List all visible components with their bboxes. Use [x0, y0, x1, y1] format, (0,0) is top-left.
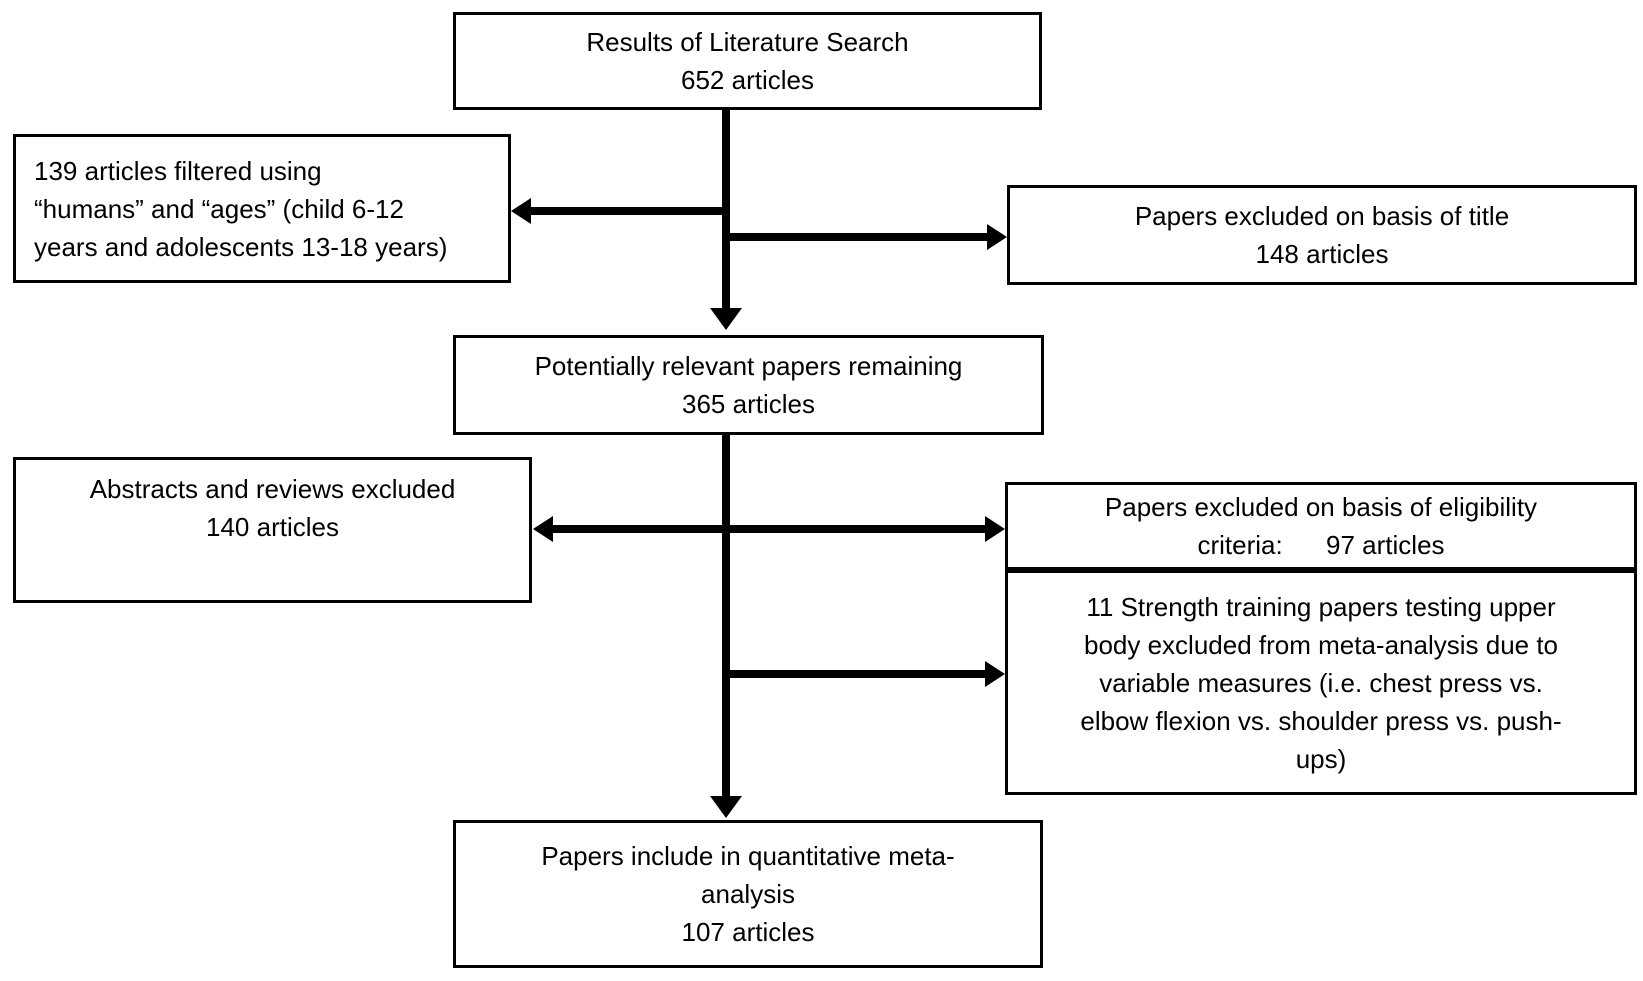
- filter-box-text: 139 articles filtered using “humans” and…: [34, 155, 448, 262]
- arrow-to-filter-line: [531, 207, 726, 215]
- abstracts-excluded-box: Abstracts and reviews excluded 140 artic…: [13, 457, 532, 603]
- eligibility-excluded-box-text: Papers excluded on basis of eligibility …: [1104, 492, 1538, 560]
- eligibility-excluded-box: Papers excluded on basis of eligibility …: [1005, 482, 1637, 570]
- remaining-box-text: Potentially relevant papers remaining 36…: [534, 351, 963, 419]
- arrow-to-abstracts-head-icon: [533, 516, 553, 542]
- arrow-remaining-to-included-head-icon: [710, 796, 742, 818]
- arrow-abstracts-eligibility-line: [553, 525, 985, 533]
- strength-excluded-box: 11 Strength training papers testing uppe…: [1005, 570, 1637, 795]
- results-box-text: Results of Literature Search 652 article…: [586, 27, 909, 95]
- included-box: Papers include in quantitative meta- ana…: [453, 820, 1043, 968]
- included-box-text: Papers include in quantitative meta- ana…: [541, 841, 955, 947]
- arrow-remaining-to-included-line: [722, 435, 730, 796]
- abstracts-excluded-box-text: Abstracts and reviews excluded 140 artic…: [89, 474, 456, 542]
- arrow-results-to-remaining-head-icon: [710, 308, 742, 330]
- arrow-to-filter-head-icon: [511, 198, 531, 224]
- arrow-to-title-excluded-head-icon: [987, 224, 1007, 250]
- arrow-to-eligibility-head-icon: [985, 516, 1005, 542]
- filter-box: 139 articles filtered using “humans” and…: [13, 134, 511, 283]
- arrow-to-strength-excluded-line: [726, 670, 985, 678]
- arrow-to-title-excluded-line: [726, 233, 987, 241]
- strength-excluded-box-text: 11 Strength training papers testing uppe…: [1080, 591, 1562, 774]
- results-box: Results of Literature Search 652 article…: [453, 12, 1042, 110]
- arrow-to-strength-excluded-head-icon: [985, 661, 1005, 687]
- remaining-box: Potentially relevant papers remaining 36…: [453, 335, 1044, 435]
- title-excluded-box-text: Papers excluded on basis of title 148 ar…: [1134, 201, 1510, 269]
- arrow-results-to-remaining-line: [722, 110, 730, 308]
- title-excluded-box: Papers excluded on basis of title 148 ar…: [1007, 185, 1637, 285]
